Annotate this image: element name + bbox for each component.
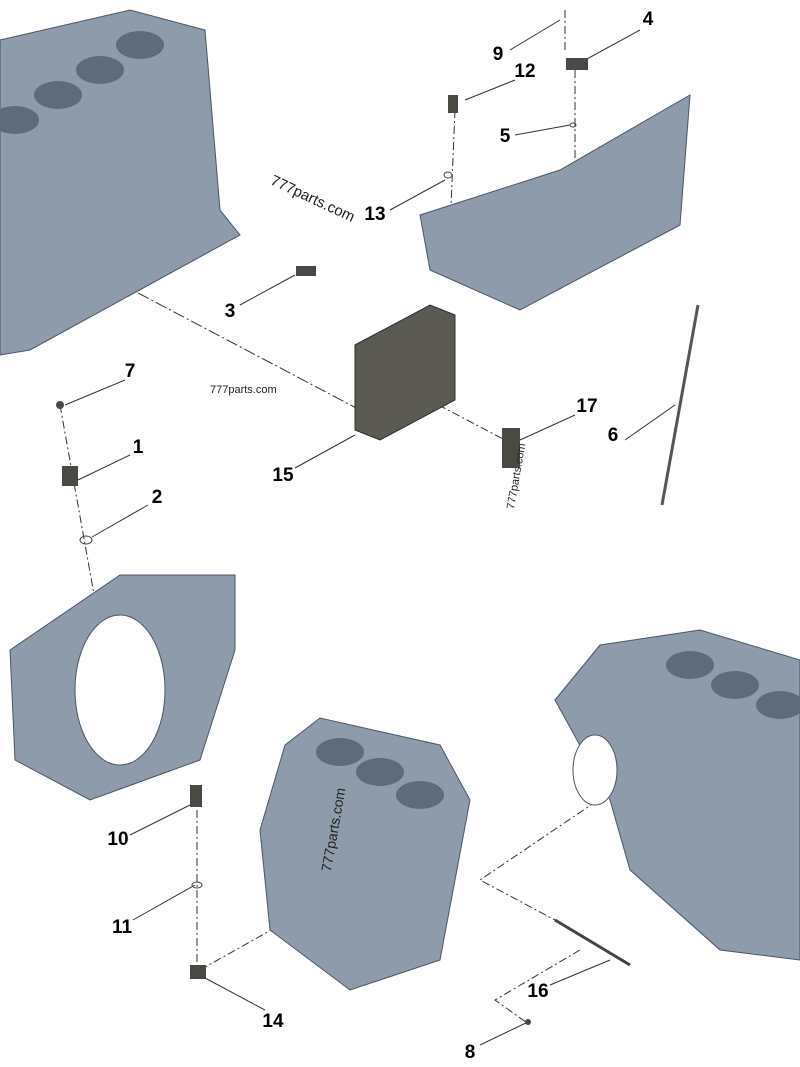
sensor-12 [448, 95, 458, 113]
engine-block-bottom-right [554, 629, 800, 961]
plug-8 [525, 1019, 531, 1025]
callout-1: 1 [132, 437, 144, 458]
callout-4: 4 [642, 9, 654, 30]
callout-13: 13 [364, 204, 386, 225]
callout-5: 5 [499, 126, 511, 147]
dash-line [494, 949, 581, 1026]
harness-rod [660, 304, 700, 506]
callout-8: 8 [464, 1042, 476, 1063]
sensor-14 [190, 965, 206, 979]
engine-block-bottom-center [259, 717, 471, 991]
engine-block-top-left [0, 9, 241, 356]
ecm-module [354, 304, 456, 441]
dash-line [59, 404, 96, 601]
label-plate [502, 428, 520, 468]
ecm-mounting-plate [419, 94, 691, 311]
callout-9: 9 [492, 44, 504, 65]
callout-12: 12 [514, 61, 536, 82]
sensor-4 [566, 58, 588, 70]
watermark: 777parts.com [210, 384, 277, 396]
callout-15: 15 [272, 465, 294, 486]
callout-6: 6 [607, 425, 619, 446]
callout-17: 17 [576, 396, 598, 417]
callout-10: 10 [107, 829, 129, 850]
sensors [56, 58, 631, 1025]
callout-16: 16 [527, 981, 549, 1002]
plug-7 [56, 401, 64, 409]
sensor-16 [554, 918, 631, 967]
sensor-3 [296, 266, 316, 276]
flywheel-housing [9, 574, 236, 801]
callout-14: 14 [262, 1011, 284, 1032]
sensor-1 [62, 466, 78, 486]
sensor-10 [190, 785, 202, 807]
callout-11: 11 [111, 917, 133, 938]
callout-2: 2 [151, 487, 163, 508]
callout-3: 3 [224, 301, 236, 322]
callout-7: 7 [124, 361, 136, 382]
